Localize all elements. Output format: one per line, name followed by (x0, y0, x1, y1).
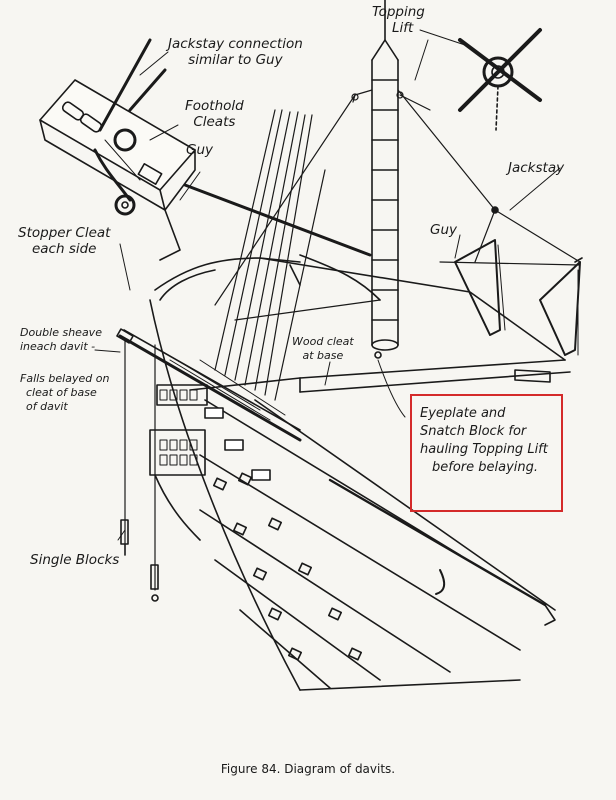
label-falls-belayed-line1: Falls belayed on (20, 372, 110, 385)
davits-right (439, 206, 583, 356)
label-stopper-cleat-line2: each side (31, 241, 97, 257)
label-jackstay-connection: Jackstay connection similar to Guy (168, 36, 303, 68)
mast (371, 0, 399, 359)
label-foothold-cleats-line2: Cleats (193, 114, 236, 130)
label-guy-right: Guy (430, 222, 458, 238)
label-jackstay-connection-line1: Jackstay connection (168, 36, 303, 52)
topping-lift-block-detail (458, 28, 542, 131)
label-eyeplate-snatch-block: Eyeplate and Snatch Block for hauling To… (420, 405, 548, 477)
label-eyeplate-line2: Snatch Block for (420, 424, 527, 439)
label-topping-lift-line2: Lift (392, 20, 414, 36)
label-falls-belayed: Falls belayed on cleat of base of davit (20, 372, 109, 414)
leader-lines (94, 29, 561, 541)
label-eyeplate-line3: hauling Topping Lift (420, 442, 548, 457)
label-stopper-cleat: Stopper Cleat each side (18, 225, 110, 257)
label-jackstay: Jackstay (508, 160, 565, 176)
figure-caption: Figure 84. Diagram of davits. (220, 762, 396, 776)
label-topping-lift: Topping Lift (372, 4, 425, 36)
label-foothold-cleats: Foothold Cleats (185, 98, 244, 130)
label-foothold-cleats-line1: Foothold (185, 98, 244, 114)
label-double-sheave-line1: Double sheave (20, 326, 102, 339)
eyeplate-callout-box (410, 394, 563, 512)
davit-left (116, 109, 381, 602)
label-wood-cleat: Wood cleat at base (292, 335, 354, 363)
label-eyeplate-line1: Eyeplate and (420, 406, 506, 421)
label-single-blocks: Single Blocks (30, 552, 120, 568)
label-jackstay-connection-line2: similar to Guy (188, 52, 283, 68)
label-double-sheave-line2: ineach davit - (20, 340, 96, 353)
label-stopper-cleat-line1: Stopper Cleat (18, 225, 111, 241)
label-wood-cleat-line1: Wood cleat (292, 335, 354, 348)
label-falls-belayed-line3: of davit (26, 400, 68, 413)
label-eyeplate-line4: before belaying. (432, 460, 539, 475)
hull-side (149, 299, 556, 691)
label-double-sheave: Double sheave ineach davit - (20, 326, 102, 354)
label-topping-lift-line1: Topping (372, 4, 425, 20)
label-wood-cleat-line2: at base (302, 349, 344, 362)
label-guy-left: Guy (186, 142, 214, 158)
label-falls-belayed-line2: cleat of base (26, 386, 97, 399)
davit-head-detail (39, 38, 196, 261)
